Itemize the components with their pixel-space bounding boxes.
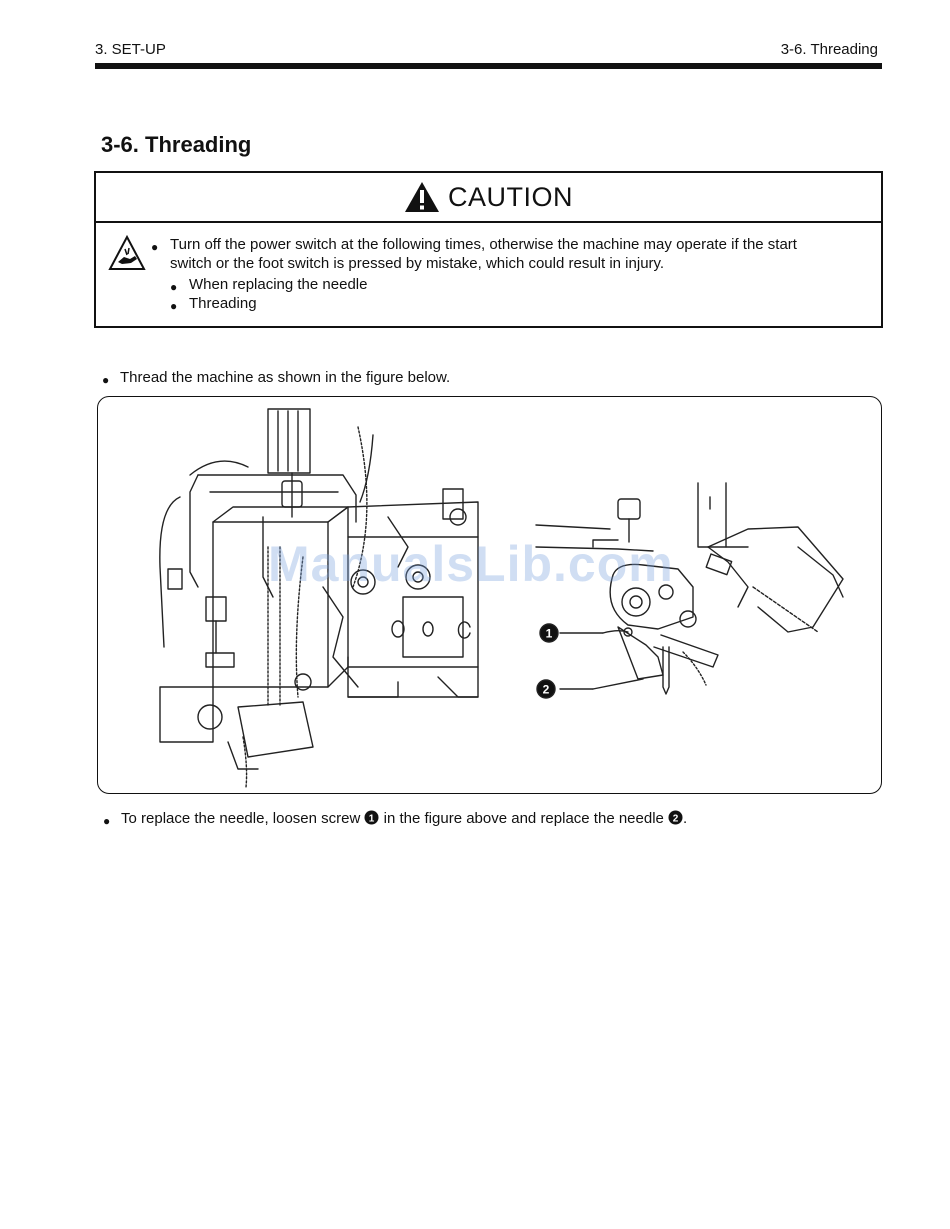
callout-2-icon: 2 xyxy=(668,810,683,825)
note-text-part-3: . xyxy=(683,810,688,827)
caution-header: CAUTION xyxy=(96,173,881,223)
note-text-part-2: in the figure above and replace the need… xyxy=(383,810,664,827)
threading-illustration: 1 2 xyxy=(159,408,844,788)
header-rule xyxy=(95,63,882,69)
callout-1-icon: 1 xyxy=(364,810,379,825)
intro-text: Thread the machine as shown in the figur… xyxy=(120,369,451,386)
header-section-label: 3. SET-UP xyxy=(95,41,166,58)
bullet-icon: ● xyxy=(102,373,110,387)
caution-item-1: When replacing the needle xyxy=(189,276,368,293)
caution-title: CAUTION xyxy=(448,181,573,212)
bullet-icon: ● xyxy=(170,299,178,313)
manualslib-watermark: ManualsLib.com xyxy=(268,536,674,592)
header-chapter-label: 3-6. Threading xyxy=(780,41,878,58)
needle-detail-drawing: 1 2 xyxy=(535,482,844,699)
callout-1-label: 1 xyxy=(546,627,553,641)
note-text-part-1: To replace the needle, loosen screw xyxy=(121,810,361,827)
callout-2-marker xyxy=(536,679,556,699)
hand-hazard-icon xyxy=(108,235,146,270)
note-callout-1-label: 1 xyxy=(369,814,375,825)
threading-figure: 1 2 xyxy=(97,396,882,794)
caution-body: ● Turn off the power switch at the follo… xyxy=(96,223,881,326)
bullet-icon: ● xyxy=(151,240,159,254)
callout-2-label: 2 xyxy=(543,683,550,697)
caution-text-line-1: Turn off the power switch at the followi… xyxy=(170,236,797,253)
caution-item-2: Threading xyxy=(189,295,257,312)
caution-text-line-2: switch or the foot switch is pressed by … xyxy=(170,255,665,272)
bullet-icon: ● xyxy=(170,280,178,294)
machine-head-drawing xyxy=(159,408,479,788)
warning-triangle-icon xyxy=(405,182,439,212)
caution-box: CAUTION ● Turn off the power switch at t… xyxy=(94,171,883,328)
section-title: 3-6. Threading xyxy=(101,132,252,157)
note-callout-2-label: 2 xyxy=(673,814,679,825)
bullet-icon: ● xyxy=(103,814,111,828)
needle-replacement-note: To replace the needle, loosen screw 1 in… xyxy=(121,810,687,827)
callout-1-marker xyxy=(539,623,559,643)
